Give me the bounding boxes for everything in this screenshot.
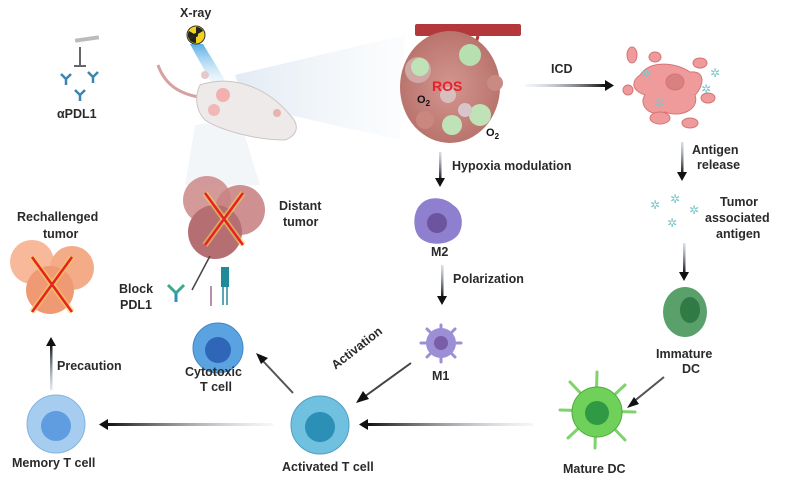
immature-dc-label-2: DC <box>682 362 701 376</box>
arrow-to-cytotoxic-t <box>256 353 294 394</box>
arrow-polarization <box>437 265 447 305</box>
zoom-beam-bottom <box>185 120 260 185</box>
svg-text:✲: ✲ <box>701 82 711 96</box>
rechallenged-tumor-label-1: Rechallenged <box>17 210 99 224</box>
o2-label-2: O2 <box>486 127 500 142</box>
memory-t-cell-label: Memory T cell <box>12 456 96 470</box>
antigen-icons-released: ✲ ✲ ✲ ✲ <box>641 66 720 110</box>
svg-text:✲: ✲ <box>689 203 699 217</box>
mouse-illustration <box>156 64 297 141</box>
xray-label: X-ray <box>180 6 212 20</box>
taa-label-1: Tumor <box>720 195 758 209</box>
dying-tumor-cell <box>622 46 716 129</box>
arrow-icd <box>525 80 614 91</box>
cytotoxic-t-cell-label-2: T cell <box>200 380 232 394</box>
o2-label-1: O2 <box>417 94 431 109</box>
svg-text:✲: ✲ <box>650 198 660 212</box>
svg-text:✲: ✲ <box>641 67 651 81</box>
memory-t-cell <box>26 394 86 454</box>
blood-vessel <box>415 24 521 36</box>
immature-dendritic-cell <box>663 287 707 337</box>
pd1-pdl1-receptor <box>191 255 229 306</box>
arrow-antigen-release <box>677 142 687 181</box>
antibody-icon <box>60 71 99 101</box>
arrow-activation <box>356 362 412 403</box>
m1-macrophage <box>419 323 463 364</box>
polarization-label: Polarization <box>453 272 524 286</box>
arrow-to-immature-dc <box>679 243 689 281</box>
rechallenged-tumor-label-2: tumor <box>43 227 79 241</box>
rechallenged-tumor <box>10 240 94 314</box>
ros-label: ROS <box>432 78 463 94</box>
m2-macrophage <box>414 198 462 244</box>
antigen-release-label-1: Antigen <box>692 143 739 157</box>
block-pdl1-antibody-icon <box>166 283 186 302</box>
svg-text:✲: ✲ <box>710 66 720 80</box>
activated-t-cell-label: Activated T cell <box>282 460 374 474</box>
antibody-label: αPDL1 <box>57 107 97 121</box>
arrow-to-memory-t <box>99 419 273 430</box>
icd-label: ICD <box>551 62 573 76</box>
taa-label-2: associated <box>705 211 770 225</box>
cytotoxic-t-cell <box>192 322 244 374</box>
mature-dc-label: Mature DC <box>563 462 626 476</box>
arrow-hypoxia <box>435 152 445 187</box>
taa-label-3: antigen <box>716 227 761 241</box>
antigen-release-label-2: release <box>697 158 741 172</box>
svg-text:✲: ✲ <box>667 216 677 230</box>
svg-text:✲: ✲ <box>670 192 680 206</box>
arrow-immature-to-mature-dc <box>627 376 665 408</box>
m1-label: M1 <box>432 369 450 383</box>
zoom-beam-top <box>235 35 405 140</box>
immature-dc-label-1: Immature <box>656 347 713 361</box>
distant-tumor-label-2: tumor <box>283 215 319 229</box>
block-pdl1-label-1: Block <box>119 282 154 296</box>
block-pdl1-label-2: PDL1 <box>120 298 152 312</box>
activated-t-cell <box>290 395 350 455</box>
precaution-label: Precaution <box>57 359 122 373</box>
radiation-icon <box>186 25 225 84</box>
primary-tumor <box>400 31 503 143</box>
mature-dendritic-cell <box>558 370 637 450</box>
tumor-associated-antigen-icons: ✲ ✲ ✲ ✲ <box>650 192 699 230</box>
distant-tumor-label-1: Distant <box>279 199 322 213</box>
arrow-precaution <box>46 337 56 390</box>
m2-label: M2 <box>431 245 449 259</box>
cytotoxic-t-cell-label-1: Cytotoxic <box>185 365 242 379</box>
hypoxia-label: Hypoxia modulation <box>452 159 572 173</box>
arrow-mature-dc-to-t-cell <box>359 419 533 430</box>
distant-tumor <box>183 176 265 259</box>
syringe-icon <box>74 35 100 67</box>
svg-text:✲: ✲ <box>654 96 664 110</box>
